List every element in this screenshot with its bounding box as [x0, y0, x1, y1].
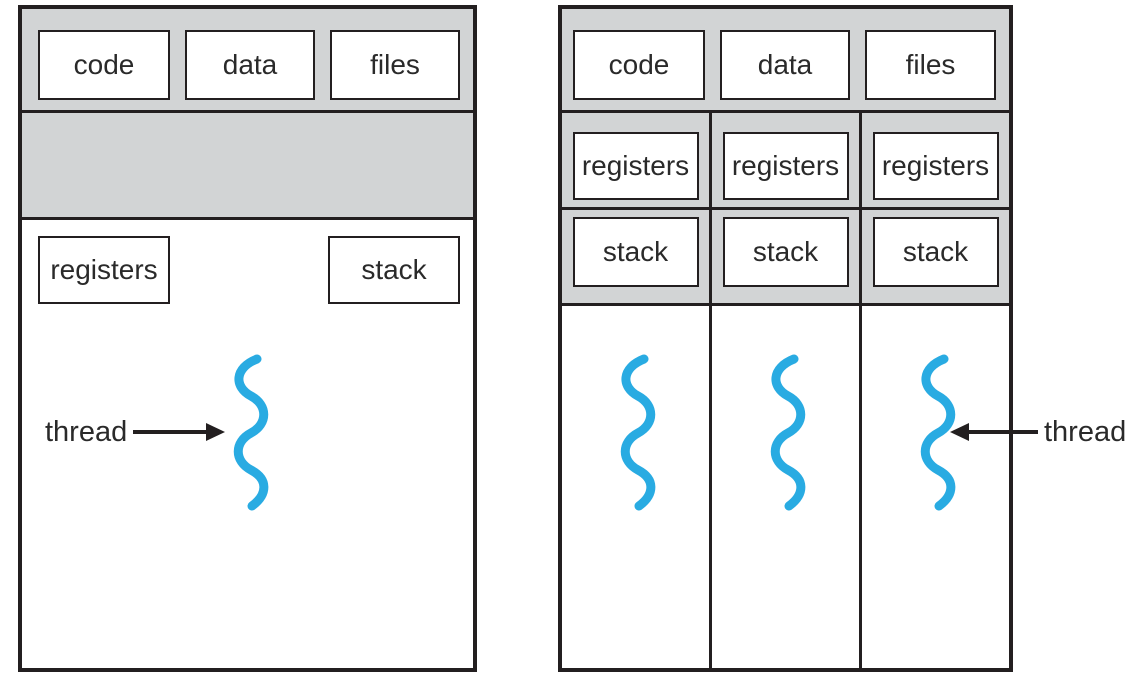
right-thread-label: thread: [1044, 415, 1127, 448]
thread1-registers-box: registers: [572, 132, 699, 200]
thread1-stack-box: stack: [572, 217, 699, 287]
single-threaded-process-box: code data files registers stack: [18, 5, 477, 672]
left-resources-band: code data files: [22, 9, 473, 113]
thread3-stack-cell: stack: [862, 210, 1009, 306]
thread-columns: registers stack registers stack: [562, 113, 1009, 668]
right-files-box: files: [865, 30, 996, 100]
right-code-box: code: [573, 30, 705, 100]
thread-squiggle-icon: [770, 354, 805, 511]
thread2-stack-box: stack: [722, 217, 849, 287]
right-thread-callout: thread: [950, 413, 1126, 451]
multithreaded-process-box: code data files registers stack: [558, 5, 1013, 672]
thread-squiggle-icon: [233, 354, 269, 511]
left-files-box: files: [330, 30, 460, 100]
thread3-stack-box: stack: [872, 217, 999, 287]
thread2-registers-cell: registers: [712, 113, 859, 210]
left-thread-label: thread: [45, 415, 128, 448]
left-stack-box: stack: [328, 236, 460, 304]
thread1-body: [562, 306, 709, 668]
thread-squiggle-icon: [920, 354, 955, 511]
right-resources-band: code data files: [562, 9, 1009, 113]
right-data-box: data: [720, 30, 850, 100]
left-code-box: code: [38, 30, 170, 100]
thread2-registers-box: registers: [722, 132, 849, 200]
left-registers-box: registers: [38, 236, 170, 304]
thread1-stack-cell: stack: [562, 210, 709, 306]
left-data-box: data: [185, 30, 315, 100]
thread-column-3: registers stack: [859, 113, 1009, 668]
thread-squiggle-icon: [620, 354, 655, 511]
thread2-stack-cell: stack: [712, 210, 859, 306]
left-thread-callout: thread: [45, 413, 226, 451]
thread-column-2: registers stack: [709, 113, 859, 668]
thread1-registers-cell: registers: [562, 113, 709, 210]
thread-column-1: registers stack: [562, 113, 709, 668]
left-arrow-icon: [950, 423, 1038, 441]
thread3-body: [862, 306, 1009, 668]
thread3-registers-cell: registers: [862, 113, 1009, 210]
right-arrow-icon: [133, 423, 226, 441]
left-registers-stack-band: registers stack: [22, 113, 473, 304]
thread2-body: [712, 306, 859, 668]
thread3-registers-box: registers: [872, 132, 999, 200]
